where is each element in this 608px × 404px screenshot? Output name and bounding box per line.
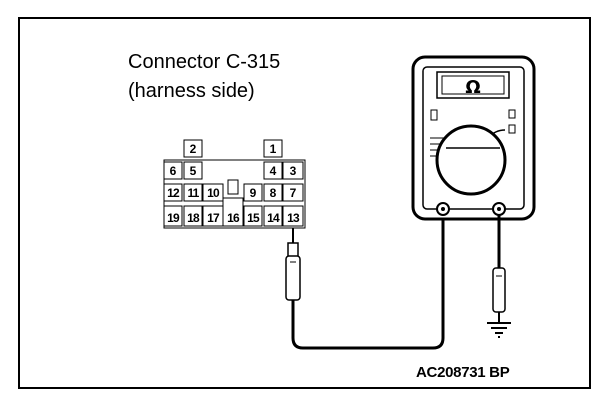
pin-label-16: 16 [227, 211, 240, 225]
pin-label-1: 1 [270, 142, 277, 156]
meter-indicator-right-1 [508, 109, 516, 119]
connector-latch [227, 179, 239, 195]
pin-cell-17 [202, 205, 224, 227]
pin-label-5: 5 [190, 164, 197, 178]
pin-label-13: 13 [287, 211, 300, 225]
test-probe-left [285, 228, 301, 301]
ohm-symbol: Ω [465, 77, 480, 98]
pin-label-18: 18 [187, 211, 200, 225]
pin-cell-14 [263, 205, 283, 227]
figure-id: AC208731 BP [416, 364, 510, 381]
terminal-right[interactable] [492, 202, 506, 216]
ground-icon [487, 322, 511, 338]
connector-subtitle: (harness side) [128, 80, 255, 102]
meter-indicator-left [430, 109, 438, 121]
pin-cell-4 [263, 161, 283, 180]
meter-indicator-right-2 [508, 124, 516, 134]
pin-cell-5 [183, 161, 203, 180]
terminal-left[interactable] [436, 202, 450, 216]
pin-cell-8 [263, 183, 283, 202]
meter-display-window [441, 75, 505, 95]
rotary-dial[interactable] [435, 124, 507, 196]
probe-wire-left [291, 212, 445, 350]
pin-label-2: 2 [190, 142, 197, 156]
pin-cell-19 [163, 205, 183, 227]
pin-label-11: 11 [187, 186, 199, 200]
pin-label-6: 6 [170, 164, 177, 178]
pin-label-17: 17 [207, 211, 220, 225]
pin-label-12: 12 [167, 186, 180, 200]
probe-lead-right [492, 215, 506, 322]
pin-label-3: 3 [290, 164, 297, 178]
pin-cell-2 [183, 139, 203, 158]
pin-label-10: 10 [207, 186, 220, 200]
pin-cell-7 [282, 183, 304, 202]
pin-label-8: 8 [270, 186, 277, 200]
pin-cell-15 [243, 205, 263, 227]
pin-label-14: 14 [267, 211, 280, 225]
pin-cell-13 [282, 205, 304, 227]
pin-cell-9 [243, 183, 263, 202]
pin-label-15: 15 [247, 211, 260, 225]
pin-label-19: 19 [167, 211, 180, 225]
pin-cell-3 [282, 161, 304, 180]
pin-cell-10 [202, 183, 224, 202]
meter-inner-panel [422, 66, 525, 210]
pin-label-4: 4 [270, 164, 277, 178]
pin-cell-1 [263, 139, 283, 158]
ohmmeter[interactable]: Ω [411, 55, 536, 221]
pin-label-7: 7 [290, 186, 297, 200]
pin-cell-11 [183, 183, 203, 202]
connector-title: Connector C-315 [128, 51, 281, 73]
pin-label-9: 9 [250, 186, 257, 200]
diagram-frame [18, 17, 591, 389]
pin-cell-12 [163, 183, 183, 202]
pin-cell-18 [183, 205, 203, 227]
pin-cell-6 [163, 161, 183, 180]
